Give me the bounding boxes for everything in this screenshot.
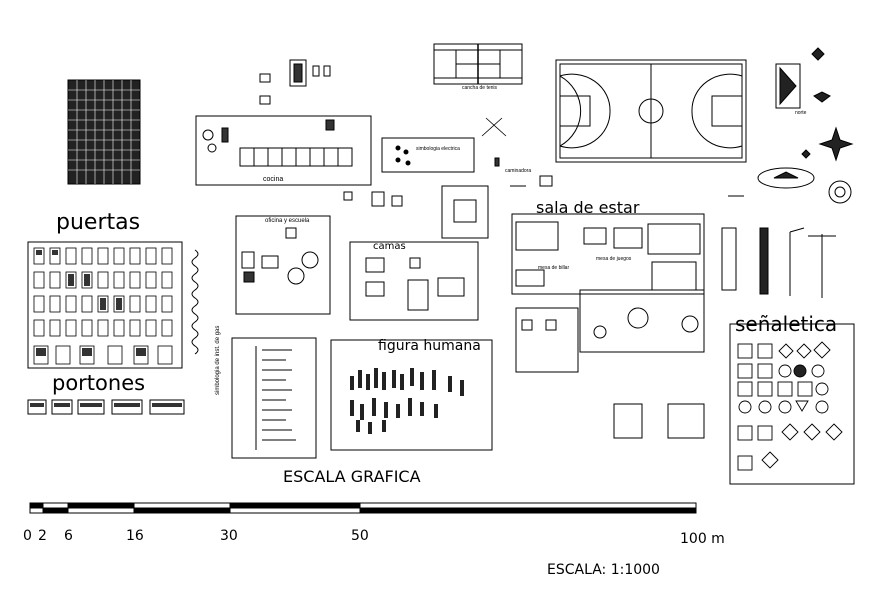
label-cancha-tenis: cancha de tenis: [462, 85, 498, 91]
living-room-block: [511, 213, 705, 373]
title-figura-humana: figura humana: [378, 338, 481, 354]
human-figures-block: [330, 339, 493, 451]
tile-catalog-block: [67, 79, 141, 185]
scale-tick-2: 2: [38, 528, 47, 544]
kitchen-block: [195, 115, 372, 186]
label-caminadora: caminadora: [505, 168, 532, 174]
graphic-scale-bar: [29, 502, 697, 514]
scale-tick-30: 30: [220, 528, 238, 544]
scale-tick-6: 6: [64, 528, 73, 544]
scale-tick-100: 100 m: [680, 531, 725, 547]
label-cocina: cocina: [263, 176, 284, 183]
label-oficina: oficina y escuela: [265, 218, 310, 224]
electrical-symbols-box: [381, 137, 475, 173]
north-arrow-symbols: [728, 47, 854, 204]
beds-block: [349, 241, 479, 321]
basketball-court: [555, 59, 747, 163]
label-mesa-juegos: mesa de juegos: [596, 256, 632, 262]
label-norte: norte: [795, 110, 807, 116]
scale-ratio: ESCALA: 1:1000: [547, 562, 660, 578]
gas-symbols-block: [231, 337, 317, 459]
gates-row: [27, 399, 185, 415]
scale-tick-50: 50: [351, 528, 369, 544]
office-school-block: [235, 215, 331, 315]
title-puertas: puertas: [56, 210, 141, 235]
scale-tick-0: 0: [23, 528, 32, 544]
signage-block: [729, 323, 855, 485]
label-mesa-billar: mesa de billar: [538, 265, 570, 271]
doors-grid: [27, 241, 183, 369]
scale-tick-16: 16: [126, 528, 144, 544]
label-simbologia-electrica: simbologia electrica: [416, 146, 460, 152]
title-sala-de-estar: sala de estar: [536, 198, 640, 217]
title-portones: portones: [52, 371, 146, 395]
title-escala-grafica: ESCALA GRAFICA: [283, 467, 421, 486]
title-camas: camas: [373, 241, 406, 252]
columns-lamps: [721, 227, 836, 298]
tennis-court: [433, 43, 523, 85]
